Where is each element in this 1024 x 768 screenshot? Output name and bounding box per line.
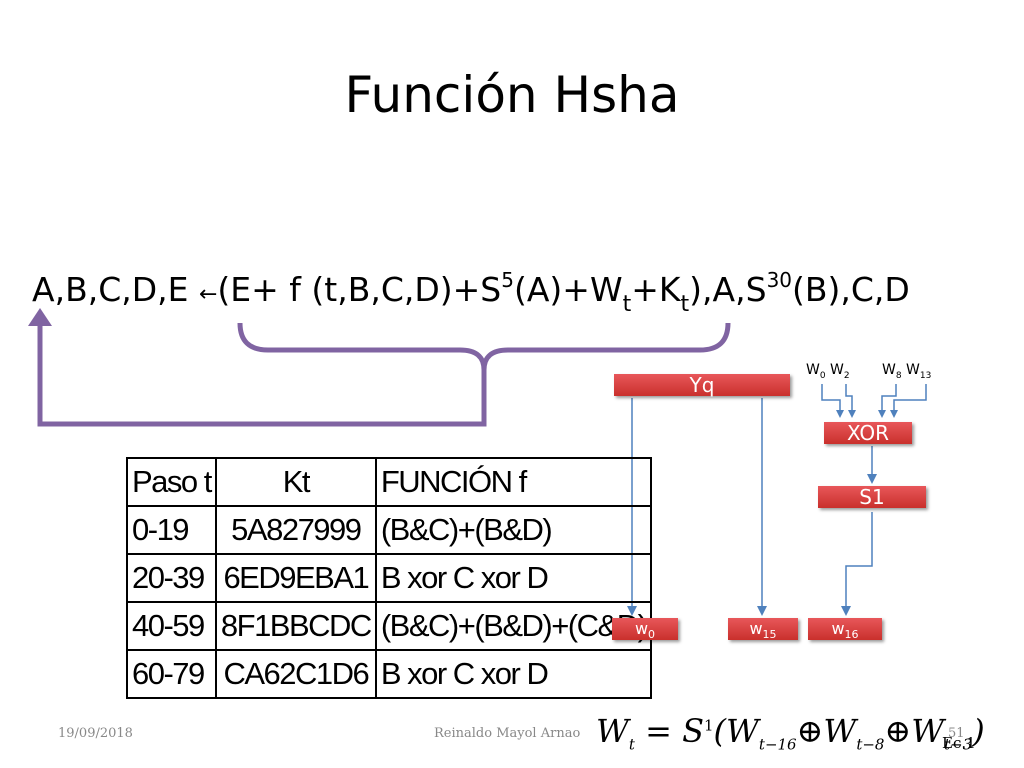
formula-part-2: (A)+W bbox=[513, 270, 623, 309]
output-w0-box: w0 bbox=[612, 618, 678, 641]
return-arrowhead bbox=[28, 308, 52, 326]
table-cell: 5A827999 bbox=[214, 505, 377, 555]
table-cell: CA62C1D6 bbox=[214, 649, 377, 699]
header-cell: Kt bbox=[214, 457, 377, 507]
header-cell: Paso t bbox=[126, 457, 217, 507]
formula-part-3: +K bbox=[631, 270, 681, 309]
footer-date: 19/09/2018 bbox=[58, 726, 133, 741]
output-w15-box: w15 bbox=[728, 618, 798, 641]
footer-page-number: 51 bbox=[948, 726, 965, 741]
wt-equation: Wt = S1(Wt−16⊕Wt−8⊕Wt−3) bbox=[596, 712, 985, 754]
table-row: 40-59 8F1BBCDC (B&C)+(B&D)+(C&D) bbox=[126, 601, 653, 651]
input-w8-w13: W8 W13 bbox=[882, 362, 932, 381]
equation-label: Ec.1 bbox=[942, 734, 976, 752]
table-cell: (B&C)+(B&D)+(C&D) bbox=[374, 601, 653, 651]
formula-sub-t1: t bbox=[622, 292, 632, 317]
formula-part-5: (B),C,D bbox=[792, 270, 910, 309]
s1-box: S1 bbox=[818, 486, 926, 508]
formula-part-4: ),A,S bbox=[689, 270, 767, 309]
table-cell: 40-59 bbox=[126, 601, 217, 651]
footer-author: Reinaldo Mayol Arnao bbox=[434, 726, 581, 741]
header-cell: FUNCIÓN f bbox=[374, 457, 653, 507]
formula-sub-t2: t bbox=[680, 292, 690, 317]
output-w16-box: w16 bbox=[808, 618, 882, 641]
formula-sup-5: 5 bbox=[501, 268, 514, 292]
table-cell: B xor C xor D bbox=[374, 649, 653, 699]
yq-box: Yq bbox=[614, 374, 790, 396]
input-w0-w2: W0 W2 bbox=[806, 362, 850, 381]
hsha-formula: A,B,C,D,E ←(E+ f (t,B,C,D)+S5(A)+Wt+Kt),… bbox=[32, 268, 910, 317]
table-cell: (B&C)+(B&D) bbox=[374, 505, 653, 555]
table-cell: B xor C xor D bbox=[374, 553, 653, 603]
table-row: 0-19 5A827999 (B&C)+(B&D) bbox=[126, 505, 653, 555]
table-header-row: Paso t Kt FUNCIÓN f bbox=[126, 457, 653, 507]
table-cell: 0-19 bbox=[126, 505, 217, 555]
table-cell: 20-39 bbox=[126, 553, 217, 603]
slide-title: Función Hsha bbox=[344, 66, 680, 124]
formula-sup-30: 30 bbox=[766, 268, 793, 292]
brace-bracket bbox=[237, 322, 731, 371]
function-table: Paso t Kt FUNCIÓN f 0-19 5A827999 (B&C)+… bbox=[126, 457, 653, 699]
table-cell: 60-79 bbox=[126, 649, 217, 699]
table-cell: 8F1BBCDC bbox=[214, 601, 377, 651]
table-cell: 6ED9EBA1 bbox=[214, 553, 377, 603]
assign-arrow: ← bbox=[198, 282, 218, 307]
formula-lhs: A,B,C,D,E bbox=[32, 270, 189, 309]
table-row: 60-79 CA62C1D6 B xor C xor D bbox=[126, 649, 653, 699]
return-arrow bbox=[37, 322, 487, 427]
xor-box: XOR bbox=[824, 422, 912, 444]
formula-part-1: (E+ f (t,B,C,D)+S bbox=[217, 270, 502, 309]
table-row: 20-39 6ED9EBA1 B xor C xor D bbox=[126, 553, 653, 603]
